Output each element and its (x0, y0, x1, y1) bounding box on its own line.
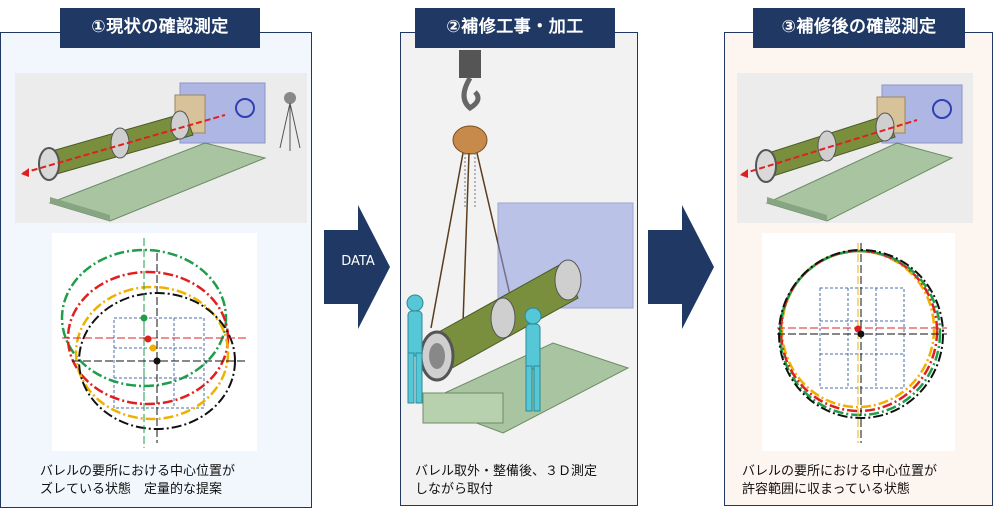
caption-line: ズレている状態 定量的な提案 (40, 482, 223, 497)
barrel-model-after-image (737, 73, 973, 223)
caption-repair-work: バレル取外・整備後、３Ｄ測定 しながら取付 (415, 463, 597, 499)
caption-line: バレルの要所における中心位置が (40, 464, 236, 479)
next-step-arrow-icon (648, 205, 714, 329)
data-arrow-label: DATA (341, 254, 375, 269)
center-deviation-diagram-after (762, 233, 955, 451)
caption-line: バレル取外・整備後、３Ｄ測定 (415, 464, 598, 479)
caption-line: しながら取付 (415, 482, 494, 497)
caption-post-repair-measurement: バレルの要所における中心位置が 許容範囲に収まっている状態 (742, 463, 937, 499)
caption-current-measurement: バレルの要所における中心位置が ズレている状態 定量的な提案 (40, 463, 235, 499)
data-arrow-icon (324, 205, 390, 329)
panel-title-current-measurement: ①現状の確認測定 (60, 8, 260, 48)
center-deviation-diagram-before (52, 233, 257, 451)
barrel-lifting-repair-image (406, 50, 634, 434)
barrel-model-before-image (15, 73, 307, 223)
panel-title-post-repair-measurement: ③補修後の確認測定 (753, 8, 965, 48)
caption-line: バレルの要所における中心位置が (742, 464, 938, 479)
panel-title-repair-work: ②補修工事・加工 (415, 8, 615, 48)
caption-line: 許容範囲に収まっている状態 (742, 482, 910, 497)
